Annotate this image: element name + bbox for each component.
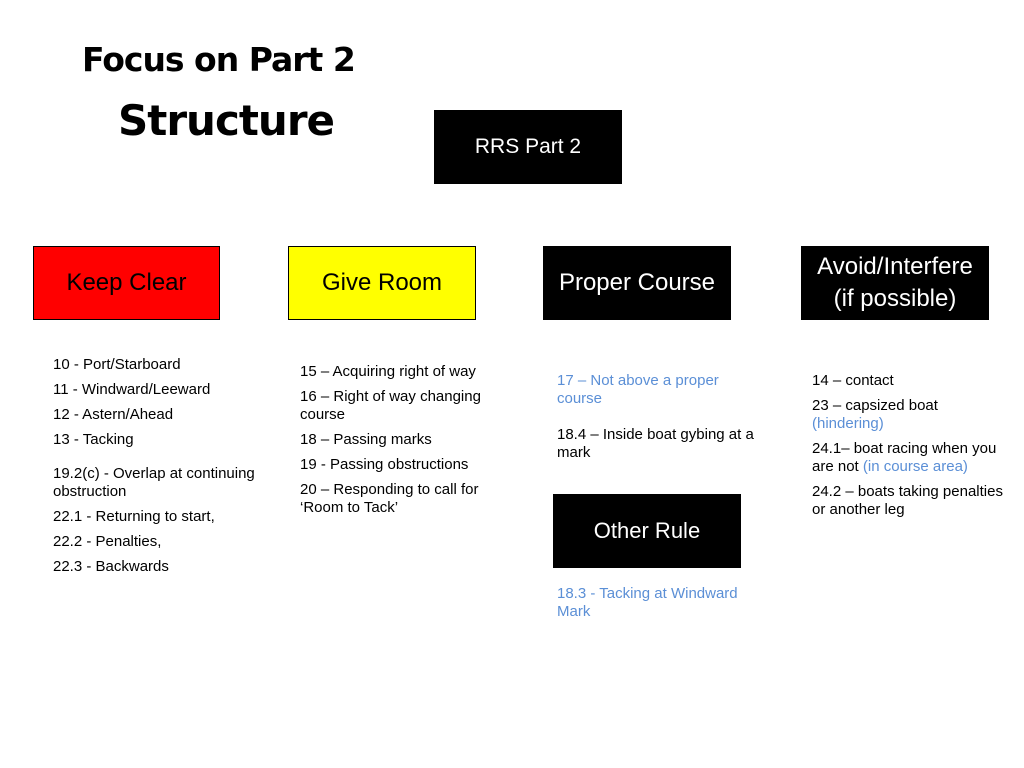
rule-note: (in course area) xyxy=(862,458,968,475)
give-room-label: Give Room xyxy=(321,269,443,296)
give-room-box: Give Room xyxy=(288,246,476,320)
list-item: 23 – capsized boat (hindering) xyxy=(812,397,1012,433)
root-box: RRS Part 2 xyxy=(434,110,622,184)
avoid-interfere-box: Avoid/Interfere (if possible) xyxy=(801,246,989,320)
list-item: 18.4 – Inside boat gybing at a mark xyxy=(557,426,754,461)
list-item: 20 – Responding to call for ‘Room to Tac… xyxy=(300,481,479,516)
keep-clear-box: Keep Clear xyxy=(33,246,220,320)
list-item: 22.3 - Backwards xyxy=(53,558,169,575)
title-line-1: Focus on Part 2 xyxy=(82,40,356,79)
list-item: 13 - Tacking xyxy=(53,431,134,448)
rule-text: 23 – capsized boat xyxy=(812,397,938,414)
root-box-label: RRS Part 2 xyxy=(474,135,582,158)
other-rule-box: Other Rule xyxy=(553,494,741,568)
list-item: 19.2(c) - Overlap at continuing obstruct… xyxy=(53,465,255,500)
rule-text: 24.2 – boats taking penalties or another… xyxy=(812,483,1003,518)
proper-course-label: Proper Course xyxy=(558,269,716,296)
rule-text: 14 – contact xyxy=(812,372,894,389)
list-item: 14 – contact xyxy=(812,372,1012,390)
list-item: 19 - Passing obstructions xyxy=(300,456,469,473)
rule-text: 24.1– boat racing when you are not xyxy=(812,440,997,475)
proper-course-rules: 17 – Not above a proper course 18.4 – In… xyxy=(557,372,757,480)
list-item: 24.1– boat racing when you are not (in c… xyxy=(812,440,1012,476)
list-item: 16 – Right of way changing course xyxy=(300,388,481,423)
title-line-2: Structure xyxy=(118,96,335,145)
avoid-interfere-rules: 14 – contact 23 – capsized boat (hinderi… xyxy=(812,372,1012,526)
proper-course-box: Proper Course xyxy=(543,246,731,320)
give-room-rules: 15 – Acquiring right of way 16 – Right o… xyxy=(300,363,510,524)
list-item: 22.2 - Penalties, xyxy=(53,533,162,550)
other-rule-label: Other Rule xyxy=(593,518,701,543)
list-item: 15 – Acquiring right of way xyxy=(300,363,476,380)
list-item: 10 - Port/Starboard xyxy=(53,356,181,373)
keep-clear-label: Keep Clear xyxy=(66,269,187,296)
list-item: 11 - Windward/Leeward xyxy=(53,381,211,398)
other-rule-rules: 18.3 - Tacking at Windward Mark xyxy=(557,585,757,628)
list-item: 12 - Astern/Ahead xyxy=(53,406,174,423)
list-item: 18 – Passing marks xyxy=(300,431,432,448)
rule-note: (hindering) xyxy=(812,415,884,432)
list-item: 24.2 – boats taking penalties or another… xyxy=(812,483,1012,519)
list-item: 18.3 - Tacking at Windward Mark xyxy=(557,585,738,620)
avoid-interfere-label-line-1: Avoid/Interfere xyxy=(817,253,973,280)
list-item: 22.1 - Returning to start, xyxy=(53,508,215,525)
avoid-interfere-label-line-2: (if possible) xyxy=(833,285,957,312)
list-item: 17 – Not above a proper course xyxy=(557,372,719,407)
keep-clear-rules: 10 - Port/Starboard 11 - Windward/Leewar… xyxy=(53,356,263,583)
